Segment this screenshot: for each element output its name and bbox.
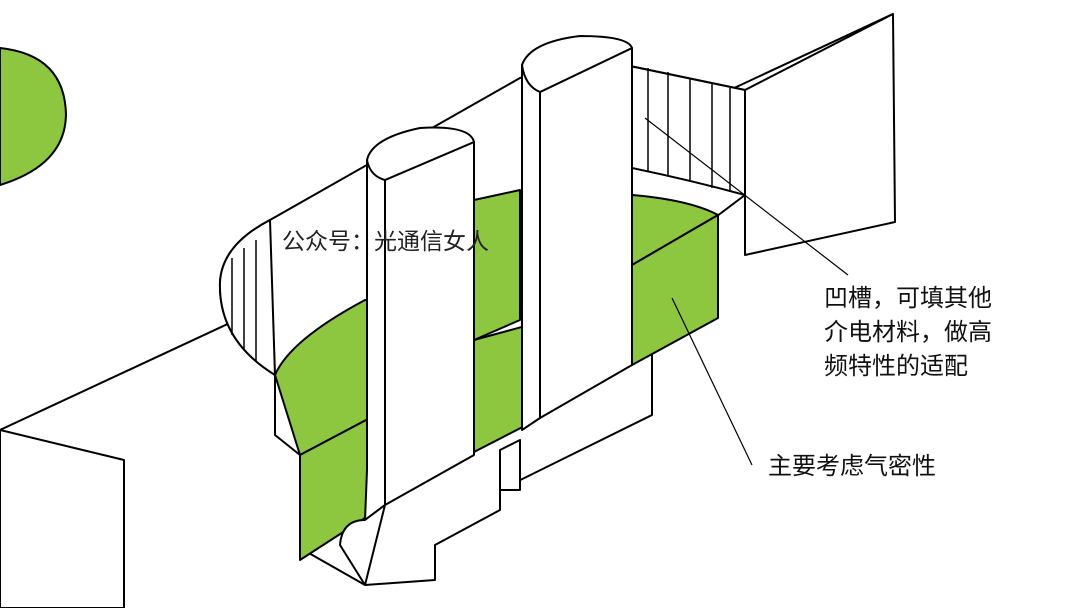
left-pin-bottom bbox=[339, 504, 386, 586]
seal-annotation: 主要考虑气密性 bbox=[768, 452, 936, 480]
right-pin-front bbox=[539, 47, 633, 419]
groove-annotation-line-1: 凹槽，可填其他 bbox=[824, 284, 992, 312]
left-pin-front bbox=[384, 141, 475, 506]
leader-line-groove bbox=[644, 117, 849, 276]
left-pin-body bbox=[364, 159, 386, 521]
green-ellipse-feature bbox=[0, 47, 67, 186]
leader-line-seal bbox=[671, 297, 753, 466]
left-wall-hatch bbox=[231, 240, 257, 362]
left-pin-top bbox=[366, 126, 475, 181]
right-pin-top bbox=[521, 35, 633, 93]
groove-annotation-line-2: 介电材料，做高 bbox=[824, 318, 992, 346]
block-front-face bbox=[0, 429, 125, 608]
right-pin-step bbox=[499, 439, 521, 491]
right-pin-body bbox=[521, 64, 541, 431]
groove-annotation-line-3: 频特性的适配 bbox=[824, 352, 968, 380]
groove-annotation: 凹槽，可填其他 介电材料，做高 频特性的适配 bbox=[824, 281, 1024, 383]
block-right-face bbox=[744, 13, 896, 256]
green-fill-middle bbox=[473, 189, 521, 341]
watermark-text: 公众号：光通信女人 bbox=[282, 229, 489, 255]
